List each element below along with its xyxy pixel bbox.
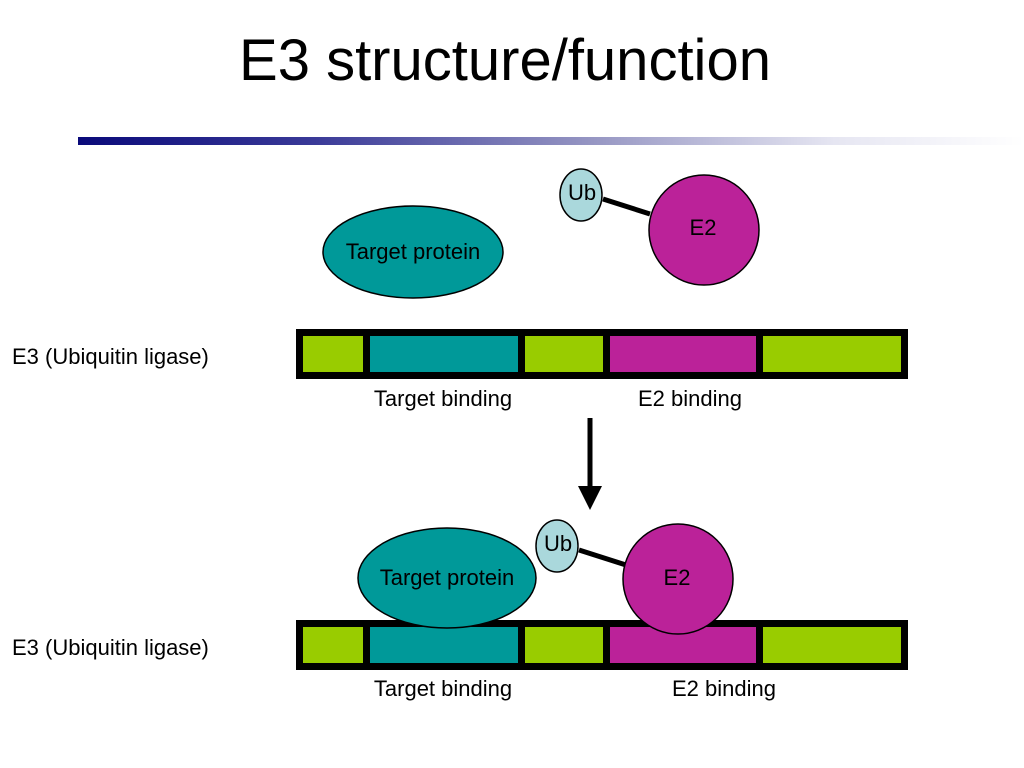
ub-top [559, 168, 603, 222]
ub-e2-link-bottom [578, 547, 627, 568]
e3-label-top: E3 (Ubiquitin ligase) [12, 344, 209, 369]
e2-bottom [622, 523, 734, 635]
title-divider [78, 137, 1024, 145]
e2-bottom-label: E2 [664, 565, 691, 590]
slide-title: E3 structure/function [239, 28, 771, 93]
ub-bottom-label: Ub [544, 531, 572, 556]
stage-unbound: Target protein Ub E2 E3 (Ubiquitin ligas… [12, 168, 908, 411]
stage-bound: Target protein Ub E2 E3 (Ubiquitin ligas… [12, 519, 908, 701]
e3-segment-lime-3-bottom [763, 627, 901, 663]
ub-bottom [535, 519, 579, 573]
e2-top-label: E2 [690, 215, 717, 240]
e2-binding-label-bottom: E2 binding [672, 676, 776, 701]
e3-segment-lime-3 [763, 336, 901, 372]
target-protein-bottom-label: Target protein [380, 565, 515, 590]
e3-e2-binding-domain [610, 336, 756, 372]
e3-target-binding-domain-bottom [370, 627, 518, 663]
e3-label-bottom: E3 (Ubiquitin ligase) [12, 635, 209, 660]
e3-segment-lime-1-bottom [303, 627, 363, 663]
e3-segment-lime-2-bottom [525, 627, 603, 663]
target-binding-label-top: Target binding [374, 386, 512, 411]
e3-segment-lime-2 [525, 336, 603, 372]
target-protein-bottom [357, 527, 537, 629]
e2-binding-label-top: E2 binding [638, 386, 742, 411]
ub-e2-link-top [602, 196, 651, 217]
e3-target-binding-domain [370, 336, 518, 372]
ub-top-label: Ub [568, 180, 596, 205]
target-binding-label-bottom: Target binding [374, 676, 512, 701]
transition-arrow [578, 418, 602, 510]
target-protein-top [322, 205, 504, 299]
e3-segment-lime-1 [303, 336, 363, 372]
e2-top [648, 174, 760, 286]
target-protein-top-label: Target protein [346, 239, 481, 264]
